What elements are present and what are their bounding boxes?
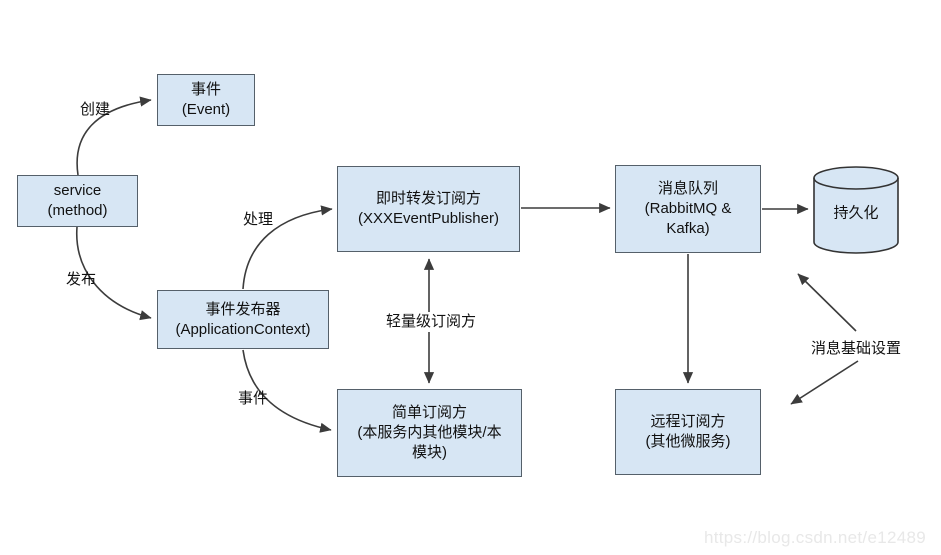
edge-label-create: 创建: [79, 101, 111, 118]
watermark: https://blog.csdn.net/e12489: [703, 528, 926, 547]
edge-label-publish: 发布: [65, 271, 97, 288]
edge-label-message-infrastructure: 消息基础设置: [810, 340, 902, 357]
node-event-title: 事件: [190, 81, 221, 98]
edge-label-handle: 处理: [242, 211, 274, 228]
node-event-subtitle: (Event): [181, 101, 231, 118]
node-simple-subscriber-title: 简单订阅方: [391, 404, 467, 421]
node-message-queue: 消息队列 (RabbitMQ & Kafka): [615, 165, 761, 253]
node-instant-subscriber-subtitle: (XXXEventPublisher): [358, 210, 499, 227]
node-service-title: service: [53, 182, 102, 199]
node-remote-subscriber: 远程订阅方 (其他微服务): [615, 389, 761, 475]
node-simple-subscriber-subtitle: (本服务内其他模块/本 模块): [357, 424, 502, 461]
edge-label-lightweight-subscriber: 轻量级订阅方: [382, 312, 480, 332]
node-event-publisher: 事件发布器 (ApplicationContext): [157, 290, 329, 349]
node-instant-subscriber-title: 即时转发订阅方: [375, 190, 481, 207]
node-event-publisher-subtitle: (ApplicationContext): [175, 320, 311, 338]
edge-service-to-event: [76, 96, 152, 176]
edge-publisher-to-instant-subscriber: [242, 205, 333, 290]
node-service: service (method): [17, 175, 138, 227]
edge-service-to-publisher: [76, 226, 152, 321]
edge-infra-to-persistence: [797, 273, 857, 332]
node-persistence-title: 持久化: [833, 204, 879, 222]
node-message-queue-subtitle: (RabbitMQ & Kafka): [644, 200, 732, 237]
node-service-subtitle: (method): [47, 202, 108, 219]
persistence-cylinder: [813, 166, 899, 254]
edge-label-event: 事件: [237, 390, 269, 407]
edge-publisher-to-simple-subscriber: [242, 349, 332, 433]
node-message-queue-title: 消息队列: [657, 180, 718, 197]
node-simple-subscriber: 简单订阅方 (本服务内其他模块/本 模块): [337, 389, 522, 477]
node-remote-subscriber-title: 远程订阅方: [650, 413, 726, 430]
node-instant-subscriber: 即时转发订阅方 (XXXEventPublisher): [337, 166, 520, 252]
node-event-publisher-title: 事件发布器: [205, 300, 281, 318]
node-remote-subscriber-subtitle: (其他微服务): [645, 433, 731, 450]
node-event: 事件 (Event): [157, 74, 255, 126]
edge-infra-to-remote-subscriber: [790, 360, 859, 405]
